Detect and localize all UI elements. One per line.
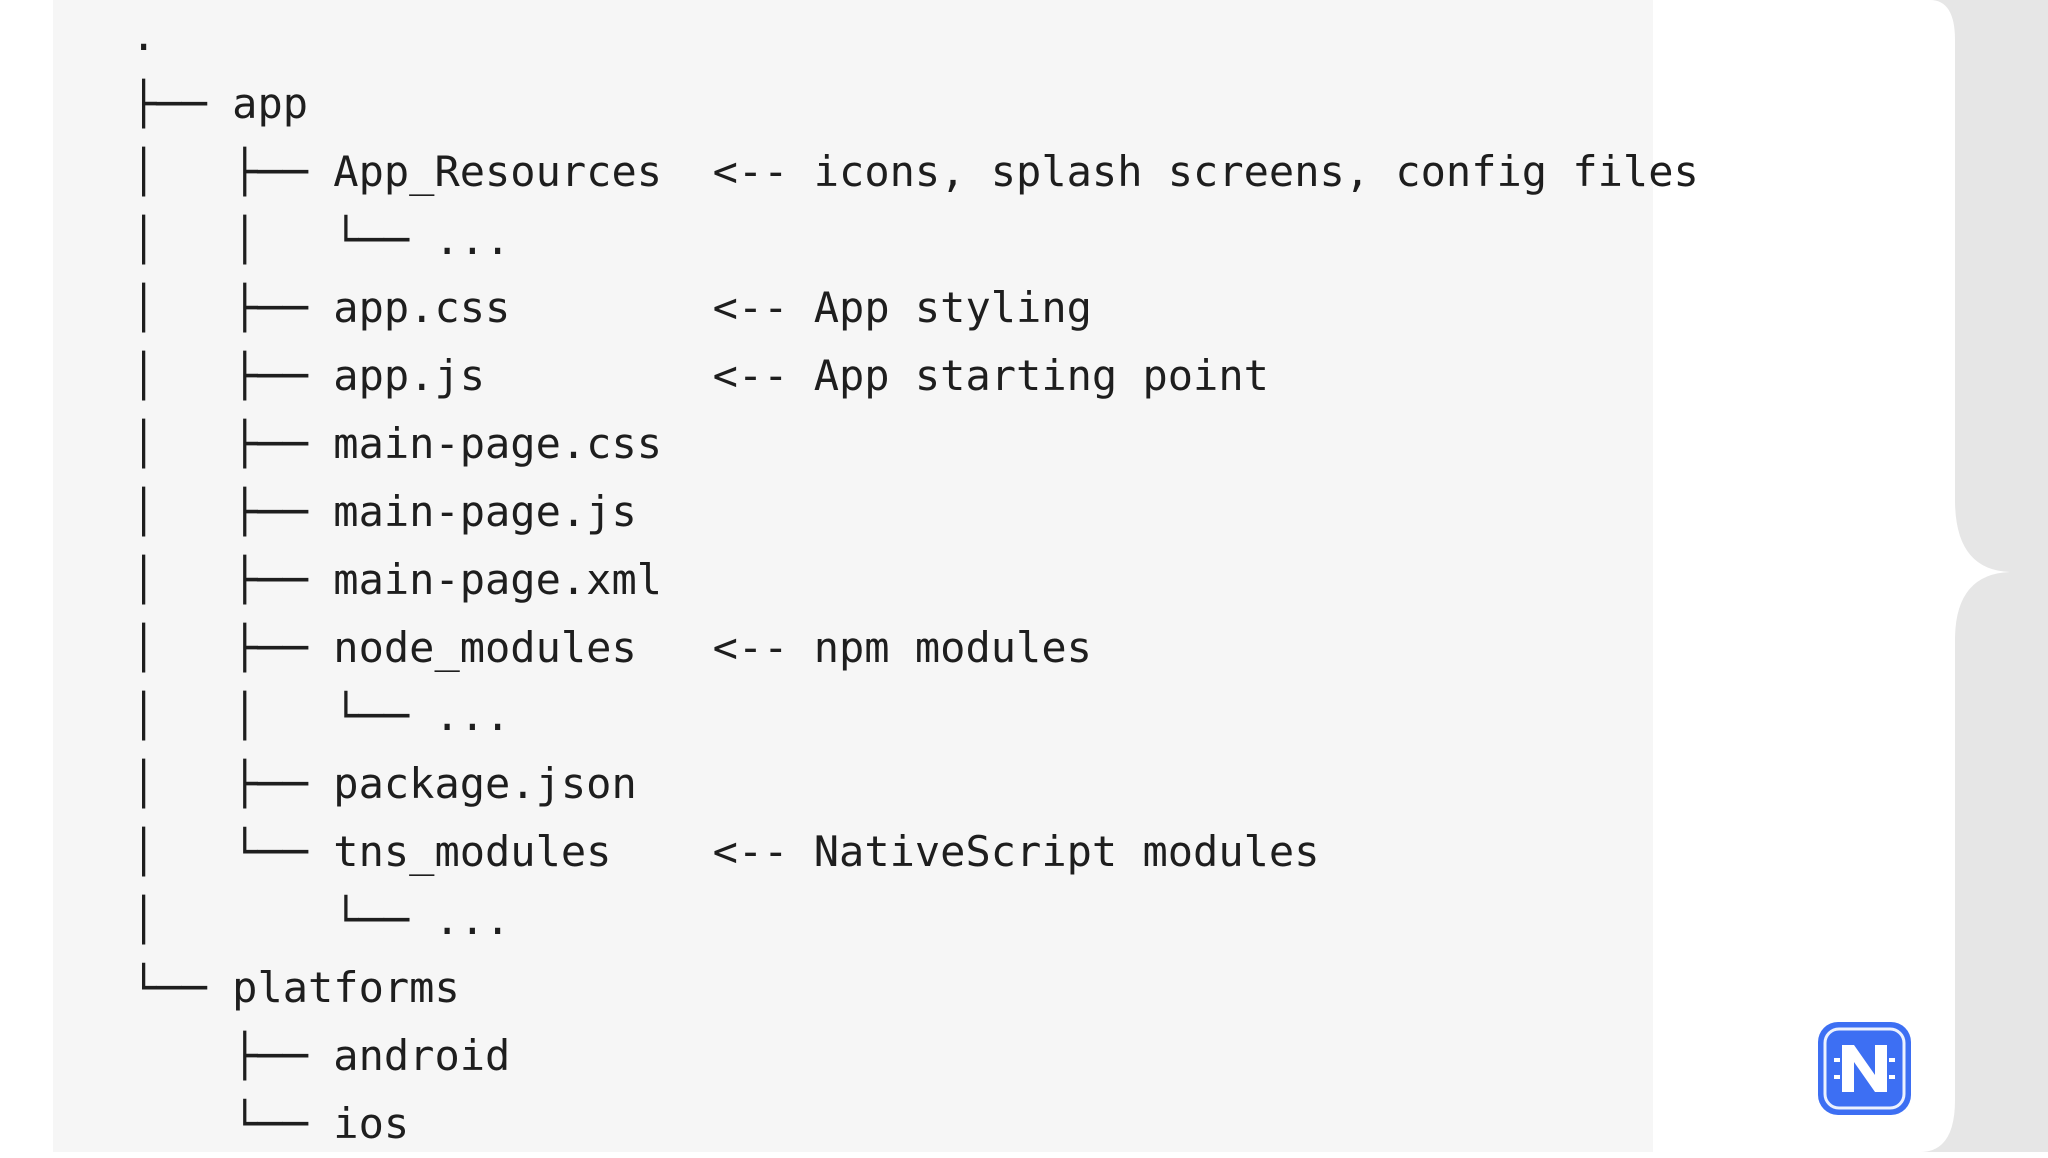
tree-entry-name: ios xyxy=(333,1099,410,1148)
tree-line: └── platforms xyxy=(131,954,1699,1022)
file-tree: .├── app│ ├── App_Resources <-- icons, s… xyxy=(131,2,1699,1158)
tree-branch: . xyxy=(131,11,157,60)
tree-line: . xyxy=(131,2,1699,70)
tree-comment: <-- icons, splash screens, config files xyxy=(712,147,1699,196)
tree-entry-name: node_modules xyxy=(333,623,637,672)
tree-branch: │ ├── xyxy=(131,487,334,536)
tree-line: │ ├── App_Resources <-- icons, splash sc… xyxy=(131,138,1699,206)
tree-comment: <-- App styling xyxy=(712,283,1092,332)
tree-line: │ ├── main-page.xml xyxy=(131,546,1699,614)
tree-branch: ├── xyxy=(131,1031,334,1080)
tree-branch: │ │ └── xyxy=(131,691,435,740)
tree-entry-name: app.css xyxy=(333,283,511,332)
tree-branch: │ ├── xyxy=(131,351,334,400)
tree-branch: │ │ └── xyxy=(131,215,435,264)
tree-comment: <-- npm modules xyxy=(712,623,1092,672)
tree-entry-name: package.json xyxy=(333,759,637,808)
tree-line: ├── android xyxy=(131,1022,1699,1090)
tree-entry-name: app xyxy=(232,79,309,128)
tree-entry-name: ... xyxy=(434,895,511,944)
tree-branch: │ ├── xyxy=(131,623,334,672)
nativescript-logo-icon xyxy=(1818,1022,1911,1115)
tree-entry-name: android xyxy=(333,1031,511,1080)
tree-padding xyxy=(662,147,713,196)
tree-line: │ │ └── ... xyxy=(131,206,1699,274)
tree-line: │ ├── node_modules <-- npm modules xyxy=(131,614,1699,682)
tree-entry-name: app.js xyxy=(333,351,486,400)
tree-branch: └── xyxy=(131,963,233,1012)
tree-entry-name: platforms xyxy=(232,963,460,1012)
tree-branch: │ ├── xyxy=(131,419,334,468)
tree-entry-name: ... xyxy=(434,691,511,740)
tree-entry-name: ... xyxy=(434,215,511,264)
tree-line: │ ├── package.json xyxy=(131,750,1699,818)
tree-entry-name: App_Resources xyxy=(333,147,663,196)
tree-line: │ ├── main-page.css xyxy=(131,410,1699,478)
tree-line: └── ios xyxy=(131,1090,1699,1158)
tree-padding xyxy=(611,827,712,876)
tree-line: │ ├── app.js <-- App starting point xyxy=(131,342,1699,410)
tree-padding xyxy=(510,283,712,332)
tree-branch: └── xyxy=(131,1099,334,1148)
tree-branch: │ └── xyxy=(131,895,435,944)
tree-comment: <-- App starting point xyxy=(712,351,1269,400)
tree-entry-name: main-page.xml xyxy=(333,555,663,604)
tree-branch: ├── xyxy=(131,79,233,128)
tree-line: │ ├── app.css <-- App styling xyxy=(131,274,1699,342)
tree-branch: │ ├── xyxy=(131,555,334,604)
tree-branch: │ ├── xyxy=(131,759,334,808)
tree-padding xyxy=(485,351,713,400)
tree-entry-name: main-page.js xyxy=(333,487,637,536)
tree-line: │ │ └── ... xyxy=(131,682,1699,750)
tree-line: │ └── tns_modules <-- NativeScript modul… xyxy=(131,818,1699,886)
tree-entry-name: main-page.css xyxy=(333,419,663,468)
tree-branch: │ └── xyxy=(131,827,334,876)
code-panel: .├── app│ ├── App_Resources <-- icons, s… xyxy=(53,0,1699,1152)
tree-comment: <-- NativeScript modules xyxy=(712,827,1320,876)
tree-line: │ ├── main-page.js xyxy=(131,478,1699,546)
tree-entry-name: tns_modules xyxy=(333,827,612,876)
tree-line: ├── app xyxy=(131,70,1699,138)
tree-branch: │ ├── xyxy=(131,147,334,196)
tree-line: │ └── ... xyxy=(131,886,1699,954)
tree-branch: │ ├── xyxy=(131,283,334,332)
tree-padding xyxy=(637,623,713,672)
